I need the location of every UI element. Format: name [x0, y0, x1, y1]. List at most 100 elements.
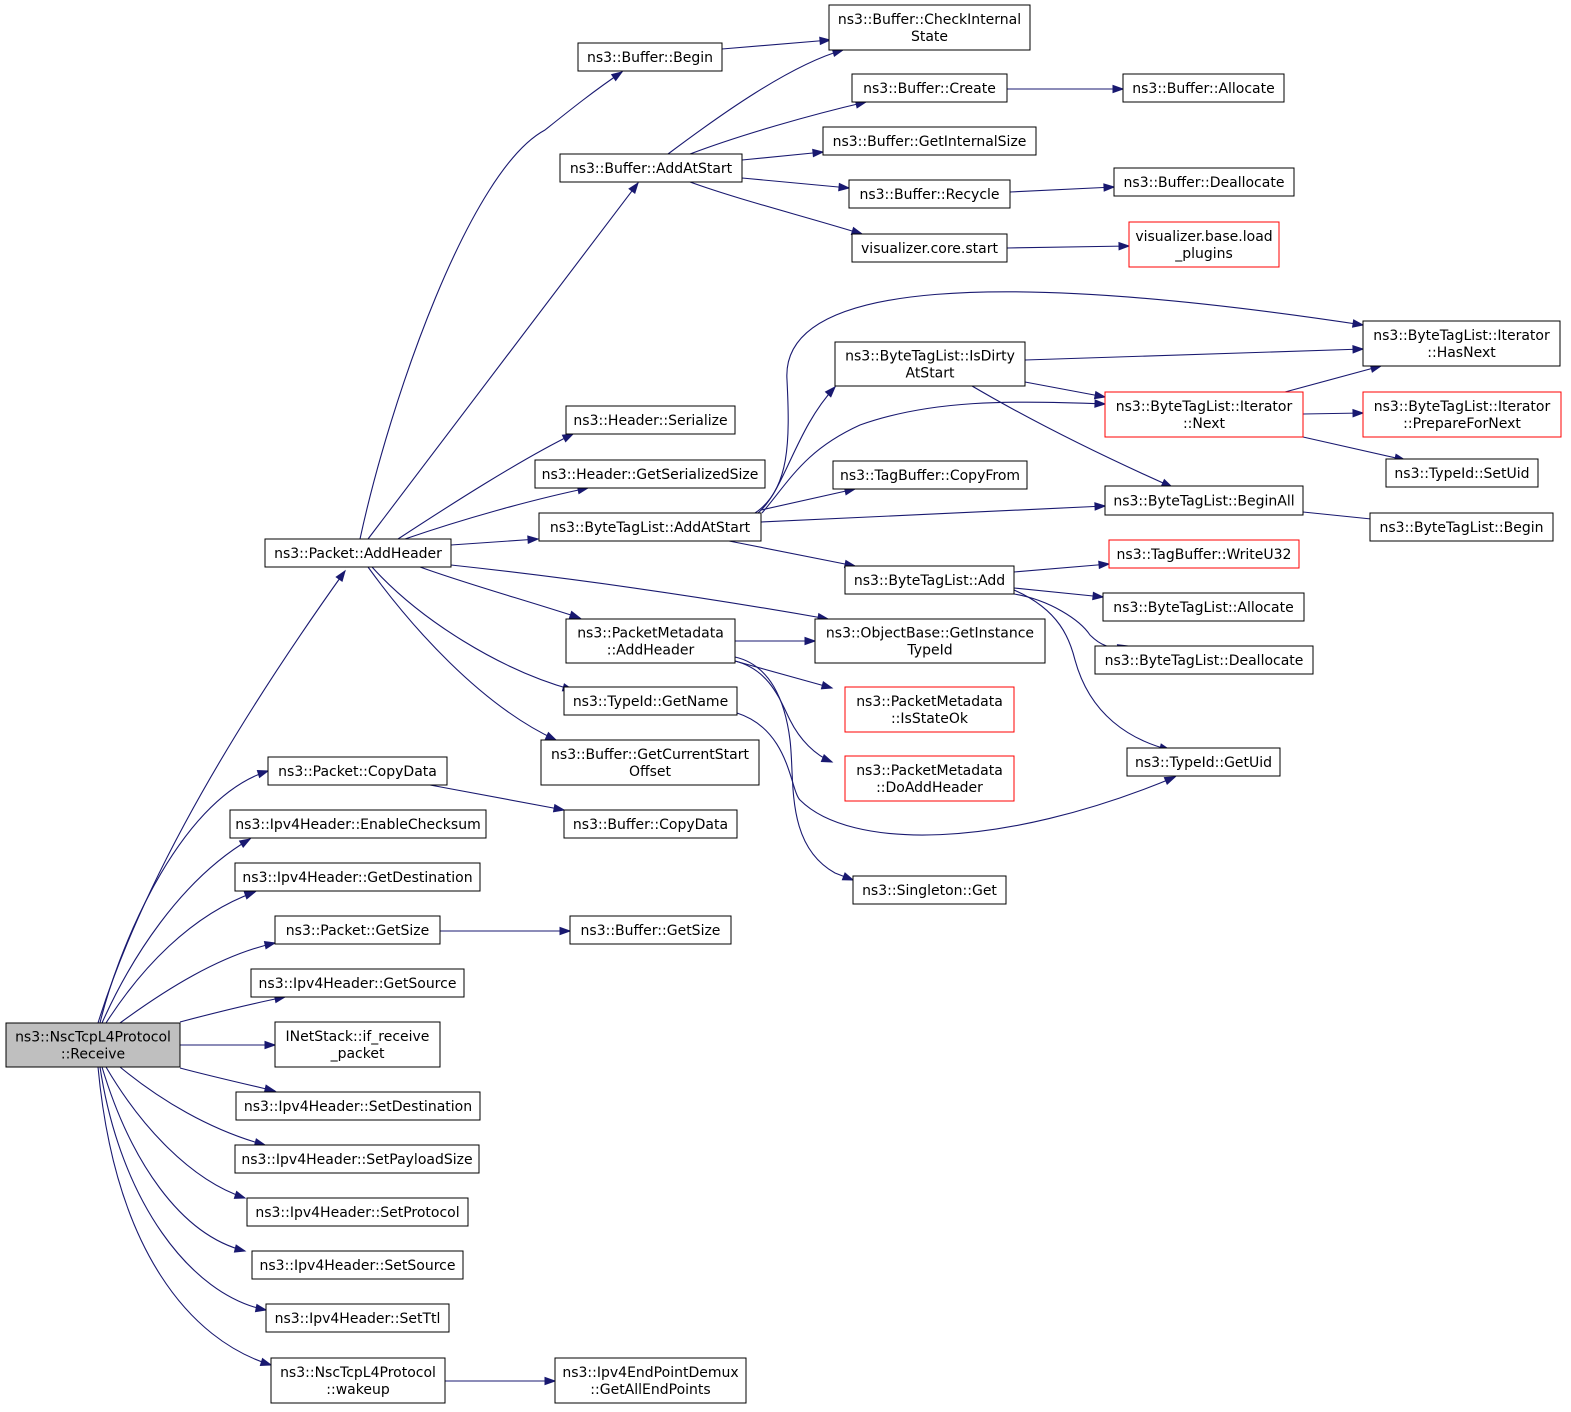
node-label-line: ::AddHeader — [607, 643, 695, 659]
node-ipv4_setsource[interactable]: ns3::Ipv4Header::SetSource — [251, 1250, 464, 1280]
nodes-layer: ns3::NscTcpL4Protocol::Receive ns3::Packe… — [5, 4, 1562, 1404]
node-box — [1362, 391, 1562, 438]
node-buffer_getinternalsize[interactable]: ns3::Buffer::GetInternalSize — [822, 126, 1037, 156]
node-box — [1128, 221, 1280, 268]
call-edge-packet_getsize-to-buffer_getsize — [440, 926, 572, 936]
node-box — [1108, 539, 1300, 569]
call-edge-receive-to-ipv4_getdestination — [105, 891, 257, 1024]
node-buffer_copydata[interactable]: ns3::Buffer::CopyData — [563, 809, 738, 839]
node-btl_deallocate[interactable]: ns3::ByteTagList::Deallocate — [1094, 645, 1314, 675]
node-label-line: ns3::Buffer::Recycle — [859, 187, 999, 203]
node-packet_getsize[interactable]: ns3::Packet::GetSize — [274, 915, 441, 945]
node-buffer_getsize[interactable]: ns3::Buffer::GetSize — [569, 915, 732, 945]
node-label-line: ns3::Header::Serialize — [573, 413, 727, 429]
node-visualizer_load[interactable]: visualizer.base.load_plugins — [1128, 221, 1280, 268]
node-buffer_begin[interactable]: ns3::Buffer::Begin — [577, 42, 723, 72]
arrowhead-icon — [850, 226, 864, 236]
call-edge-receive-to-inetstack_ifreceive — [180, 1040, 277, 1050]
node-box — [274, 1021, 441, 1068]
node-btl_iter_hasnext[interactable]: ns3::ByteTagList::Iterator::HasNext — [1362, 320, 1561, 367]
node-tagbuffer_copyfrom[interactable]: ns3::TagBuffer::CopyFrom — [832, 460, 1028, 490]
node-header_getserializedsize[interactable]: ns3::Header::GetSerializedSize — [534, 459, 766, 489]
call-edge-btl_iter_next-to-btl_iter_hasnext — [1284, 364, 1383, 393]
call-edge-packet_addheader-to-header_serialize — [397, 433, 575, 540]
node-label-line: ns3::ByteTagList::Add — [854, 573, 1005, 589]
node-buffer_addatstart[interactable]: ns3::Buffer::AddAtStart — [559, 153, 743, 183]
node-ipv4_getsource[interactable]: ns3::Ipv4Header::GetSource — [250, 968, 465, 998]
node-label-line: ns3::PacketMetadata — [856, 694, 1003, 710]
call-edge-btl_addatstart-to-btl_iter_next — [761, 399, 1107, 514]
call-edge-buffer_addatstart-to-visualizer_start — [689, 181, 864, 236]
node-btl_beginall[interactable]: ns3::ByteTagList::BeginAll — [1104, 485, 1304, 516]
node-label-line: ns3::ObjectBase::GetInstance — [826, 626, 1034, 642]
arrowhead-icon — [544, 1376, 557, 1386]
node-box — [229, 809, 487, 839]
node-pm_doaddheader[interactable]: ns3::PacketMetadata::DoAddHeader — [844, 755, 1015, 802]
node-ipv4_getdestination[interactable]: ns3::Ipv4Header::GetDestination — [234, 862, 481, 892]
node-ipv4_setpayloadsize[interactable]: ns3::Ipv4Header::SetPayloadSize — [234, 1144, 480, 1174]
node-pm_isstateok[interactable]: ns3::PacketMetadata::IsStateOk — [844, 686, 1015, 733]
node-btl_addatstart[interactable]: ns3::ByteTagList::AddAtStart — [538, 512, 762, 542]
node-ipv4epd_getallendpoints[interactable]: ns3::Ipv4EndPointDemux::GetAllEndPoints — [554, 1357, 747, 1404]
call-edge-buffer_begin-to-buffer_checkinternal — [721, 36, 832, 50]
call-edge-btl_isdirty-to-btl_iter_hasnext — [1024, 345, 1365, 361]
node-box — [559, 153, 743, 183]
node-box — [814, 618, 1046, 664]
node-btl_allocate[interactable]: ns3::ByteTagList::Allocate — [1102, 592, 1305, 622]
node-typeid_getname[interactable]: ns3::TypeId::GetName — [563, 686, 738, 716]
node-buffer_deallocate[interactable]: ns3::Buffer::Deallocate — [1113, 167, 1295, 197]
node-box — [5, 1022, 181, 1068]
node-btl_begin[interactable]: ns3::ByteTagList::Begin — [1369, 512, 1554, 542]
node-ipv4_setttl[interactable]: ns3::Ipv4Header::SetTtl — [265, 1303, 450, 1333]
node-pm_addheader[interactable]: ns3::PacketMetadata::AddHeader — [565, 618, 736, 664]
call-edge-receive-to-ipv4_setprotocol — [105, 1066, 247, 1199]
call-edge-nsc_wakeup-to-ipv4epd_getallendpoints — [445, 1376, 557, 1386]
node-ipv4_enablechecksum[interactable]: ns3::Ipv4Header::EnableChecksum — [229, 809, 487, 839]
node-nsc_wakeup[interactable]: ns3::NscTcpL4Protocol::wakeup — [270, 1357, 446, 1404]
node-btl_iter_prepare[interactable]: ns3::ByteTagList::Iterator::PrepareForNe… — [1362, 391, 1562, 438]
call-edge-packet_copydata-to-buffer_copydata — [429, 784, 566, 813]
node-label-line: ns3::ByteTagList::BeginAll — [1113, 494, 1294, 510]
node-box — [554, 1357, 747, 1404]
node-btl_iter_next[interactable]: ns3::ByteTagList::Iterator::Next — [1104, 391, 1304, 438]
node-inetstack_ifreceive[interactable]: INetStack::if_receive_packet — [274, 1021, 441, 1068]
node-btl_add[interactable]: ns3::ByteTagList::Add — [844, 565, 1015, 595]
node-box — [1102, 592, 1305, 622]
node-typeid_getuid[interactable]: ns3::TypeId::GetUid — [1126, 747, 1281, 777]
node-label-line: ns3::Buffer::GetInternalSize — [833, 134, 1027, 150]
node-packet_copydata[interactable]: ns3::Packet::CopyData — [267, 756, 448, 786]
arrowhead-icon — [233, 1190, 247, 1199]
arrowhead-icon — [1092, 591, 1105, 601]
call-edge-packet_addheader-to-buffer_addatstart — [367, 181, 639, 540]
node-ipv4_setdestination[interactable]: ns3::Ipv4Header::SetDestination — [235, 1091, 481, 1121]
node-box — [235, 1091, 481, 1121]
node-label-line: State — [911, 29, 948, 45]
node-tagbuffer_writeu32[interactable]: ns3::TagBuffer::WriteU32 — [1108, 539, 1300, 569]
node-label-line: ns3::TagBuffer::WriteU32 — [1117, 547, 1292, 563]
node-typeid_setuid[interactable]: ns3::TypeId::SetUid — [1385, 458, 1539, 488]
arrowhead-icon — [263, 1084, 277, 1093]
node-label-line: ns3::Ipv4EndPointDemux — [562, 1365, 738, 1381]
node-buffer_allocate[interactable]: ns3::Buffer::Allocate — [1122, 73, 1285, 103]
node-buffer_recycle[interactable]: ns3::Buffer::Recycle — [848, 179, 1011, 209]
node-ipv4_setprotocol[interactable]: ns3::Ipv4Header::SetProtocol — [246, 1197, 469, 1227]
call-edge-buffer_recycle-to-buffer_deallocate — [1009, 183, 1116, 193]
node-header_serialize[interactable]: ns3::Header::Serialize — [565, 405, 736, 435]
node-label-line: ns3::Singleton::Get — [862, 883, 997, 899]
node-label-line: ns3::ByteTagList::Allocate — [1113, 600, 1293, 616]
node-singleton_get[interactable]: ns3::Singleton::Get — [852, 875, 1007, 905]
node-buffer_create[interactable]: ns3::Buffer::Create — [851, 73, 1008, 103]
node-packet_addheader[interactable]: ns3::Packet::AddHeader — [264, 538, 452, 568]
node-box — [844, 686, 1015, 733]
node-receive[interactable]: ns3::NscTcpL4Protocol::Receive — [5, 1022, 181, 1068]
call-edge-packet_addheader-to-typeid_getname — [371, 566, 575, 692]
node-box — [538, 512, 762, 542]
node-visualizer_start[interactable]: visualizer.core.start — [851, 233, 1008, 263]
node-box — [251, 1250, 464, 1280]
node-label-line: visualizer.base.load — [1135, 229, 1272, 245]
node-label-line: ns3::PacketMetadata — [577, 626, 724, 642]
